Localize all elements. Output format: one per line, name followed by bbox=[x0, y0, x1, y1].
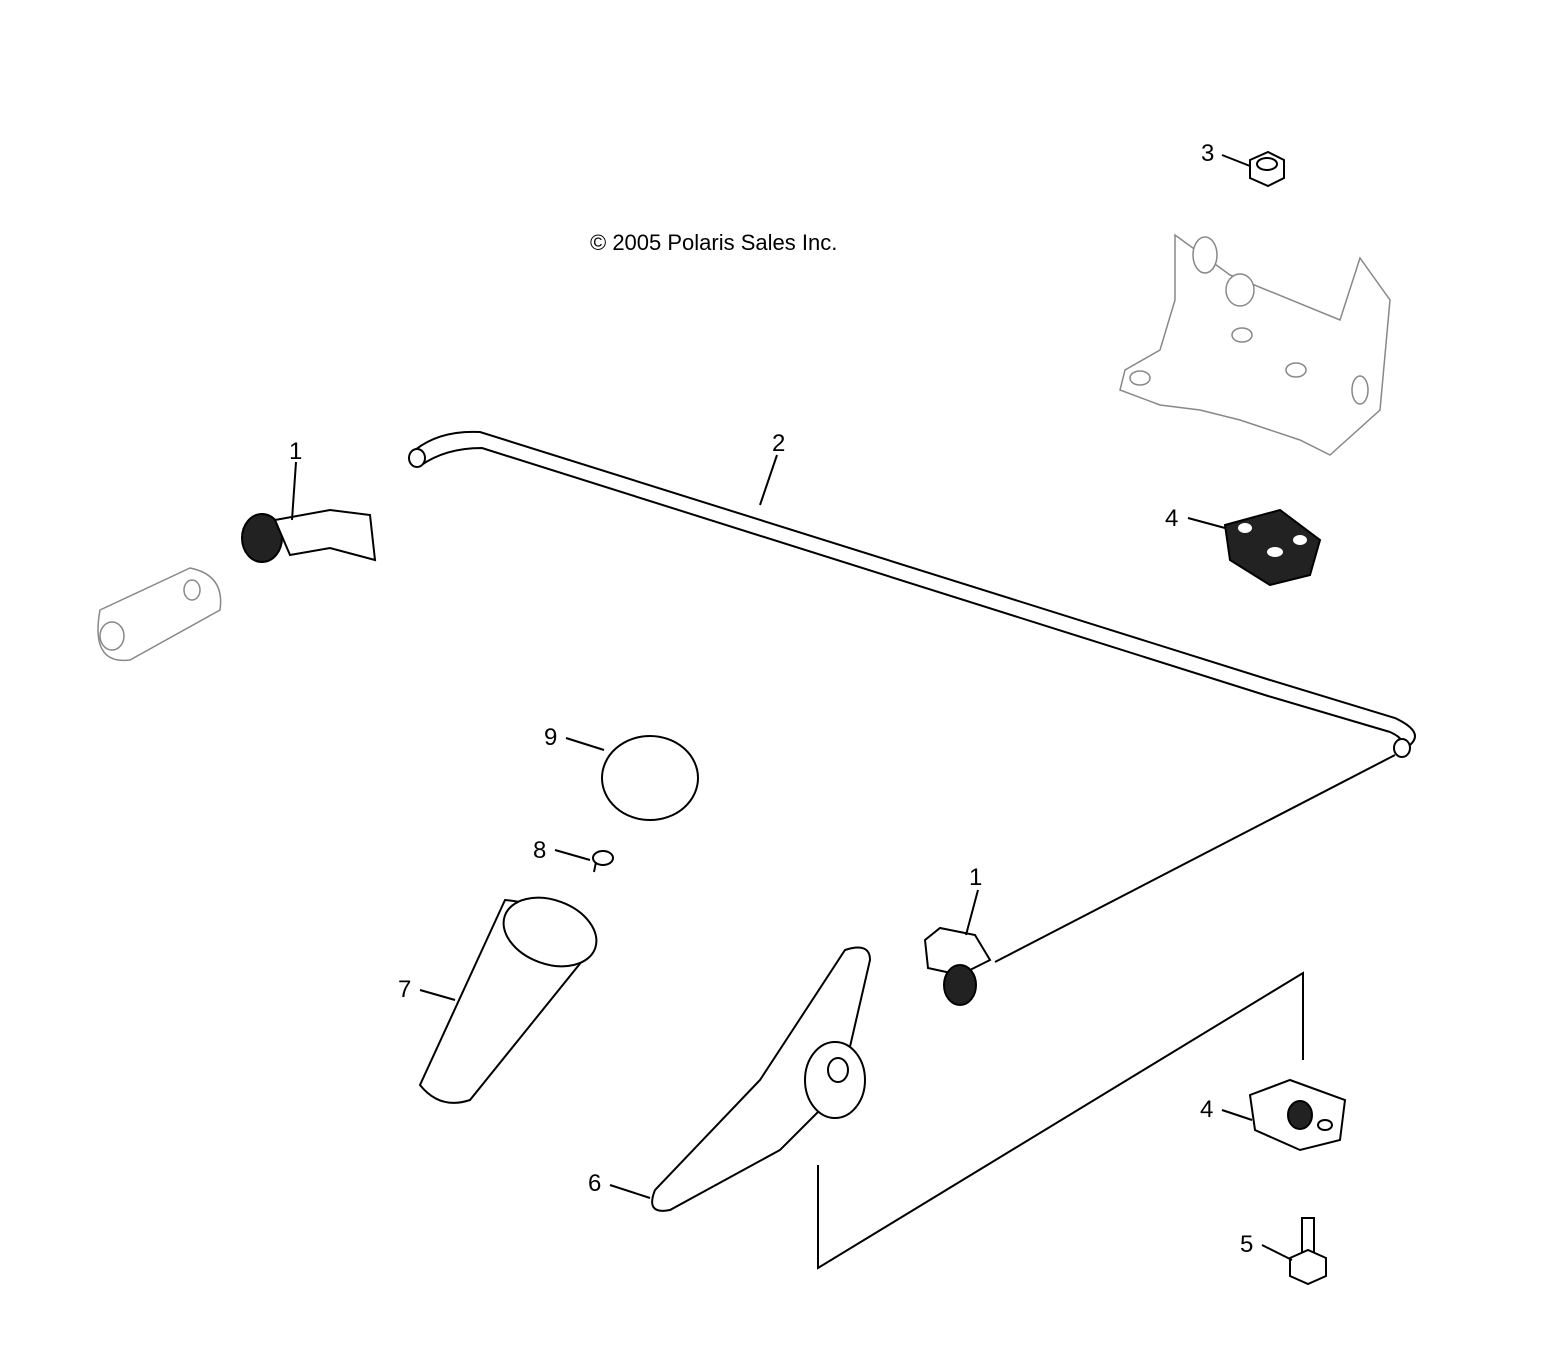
callout-6: 6 bbox=[588, 1170, 601, 1197]
part-8-screw bbox=[554, 849, 614, 873]
callout-3: 3 bbox=[1201, 140, 1214, 167]
callout-1: 1 bbox=[289, 438, 302, 465]
callout-4: 4 bbox=[1200, 1096, 1213, 1123]
bushing-ghost bbox=[97, 567, 222, 662]
callout-9: 9 bbox=[544, 724, 557, 751]
part-1-end-link-left bbox=[241, 461, 377, 563]
copyright-text: © 2005 Polaris Sales Inc. bbox=[590, 230, 837, 255]
callout-5: 5 bbox=[1240, 1231, 1253, 1258]
callout-2: 2 bbox=[772, 430, 785, 457]
part-4-bushing-lower bbox=[1221, 1078, 1347, 1152]
part-2-sway-bar bbox=[408, 430, 1416, 758]
callout-7: 7 bbox=[398, 976, 411, 1003]
callout-8: 8 bbox=[533, 837, 546, 864]
part-4-bushing-upper bbox=[1187, 508, 1322, 587]
frame-bracket bbox=[1119, 233, 1391, 456]
part-5-bolt bbox=[1261, 1217, 1327, 1286]
part-7-grip bbox=[418, 896, 598, 1104]
part-3-nut bbox=[1221, 150, 1285, 188]
callout-4: 4 bbox=[1165, 505, 1178, 532]
assembly-line bbox=[817, 971, 1304, 1270]
part-1-end-link-right bbox=[923, 754, 1396, 1006]
part-6-lever bbox=[609, 946, 872, 1212]
callout-1: 1 bbox=[969, 864, 982, 891]
part-9-cap bbox=[565, 735, 699, 821]
